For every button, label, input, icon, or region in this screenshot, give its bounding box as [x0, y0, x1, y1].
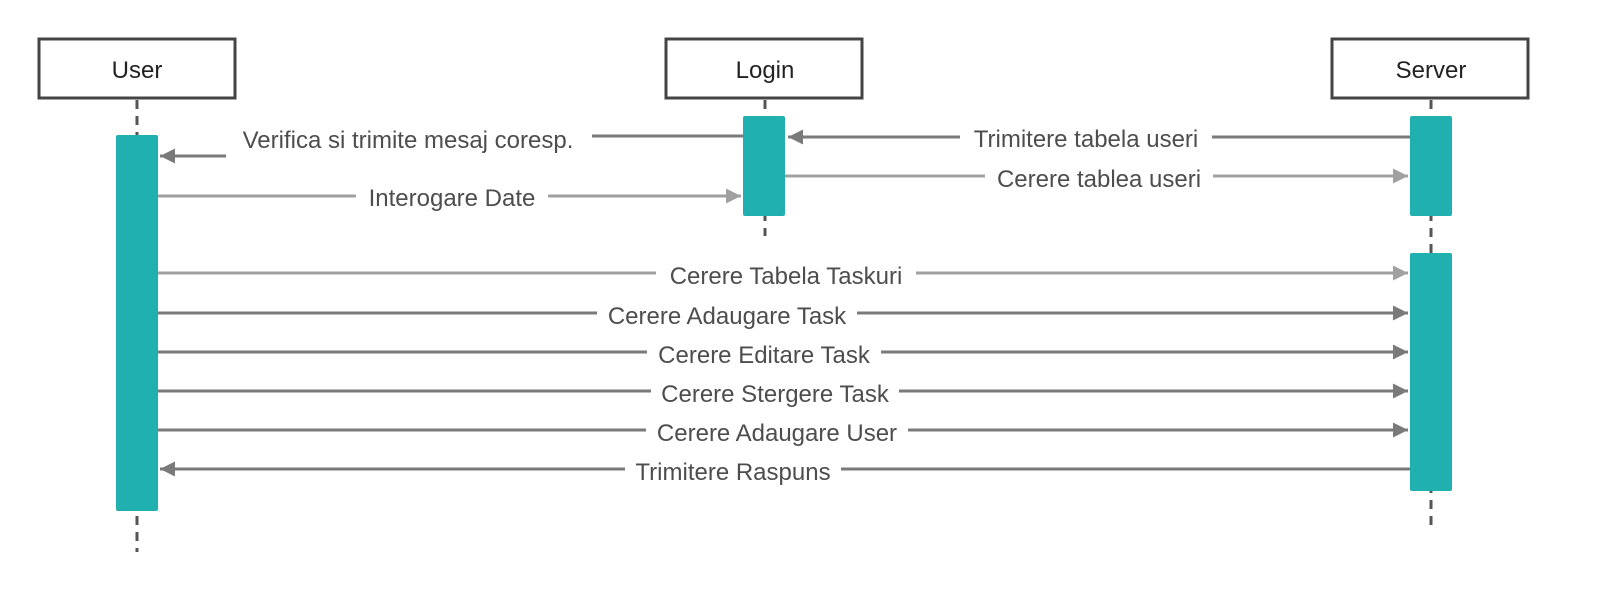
message-interogare-label: Interogare Date: [369, 185, 536, 212]
message-editare-task-label: Cerere Editare Task: [658, 342, 871, 369]
actor-login-label: Login: [736, 57, 795, 84]
messages: Verifica si trimite mesaj coresp. Trimit…: [158, 122, 1410, 487]
actor-server-label: Server: [1396, 57, 1467, 84]
actor-server-box: [1330, 37, 1530, 100]
login-activation: [743, 116, 785, 216]
actor-user[interactable]: User: [37, 37, 237, 100]
message-adaugare-task: Cerere Adaugare Task: [158, 299, 1408, 331]
message-adaugare-task-label: Cerere Adaugare Task: [608, 303, 847, 330]
user-activation: [116, 135, 158, 511]
message-stergere-task: Cerere Stergere Task: [158, 377, 1408, 409]
message-stergere-task-label: Cerere Stergere Task: [661, 381, 890, 408]
message-interogare: Interogare Date: [158, 182, 741, 214]
message-cerere-tablea-label: Cerere tablea useri: [997, 166, 1201, 193]
message-trimitere-tabela-label: Trimitere tabela useri: [974, 126, 1199, 153]
activation-bars: [116, 116, 1452, 511]
message-cerere-taskuri-label: Cerere Tabela Taskuri: [670, 263, 903, 290]
message-cerere-taskuri: Cerere Tabela Taskuri: [158, 259, 1408, 291]
message-raspuns: Trimitere Raspuns: [160, 455, 1410, 487]
message-trimitere-tabela: Trimitere tabela useri: [788, 122, 1410, 154]
actor-login-box: [664, 37, 864, 100]
message-cerere-tablea: Cerere tablea useri: [785, 162, 1408, 194]
actor-server[interactable]: Server: [1330, 37, 1530, 100]
message-adaugare-user-label: Cerere Adaugare User: [657, 420, 897, 447]
message-verifica: Verifica si trimite mesaj coresp.: [160, 127, 743, 164]
message-verifica-label: Verifica si trimite mesaj coresp.: [243, 127, 574, 154]
message-editare-task: Cerere Editare Task: [158, 338, 1408, 370]
actor-user-box: [37, 37, 237, 100]
actor-user-label: User: [112, 57, 163, 84]
message-raspuns-label: Trimitere Raspuns: [635, 459, 830, 486]
message-adaugare-user: Cerere Adaugare User: [158, 416, 1408, 448]
server-activation-1: [1410, 116, 1452, 216]
server-activation-2: [1410, 253, 1452, 491]
actor-login[interactable]: Login: [664, 37, 864, 100]
